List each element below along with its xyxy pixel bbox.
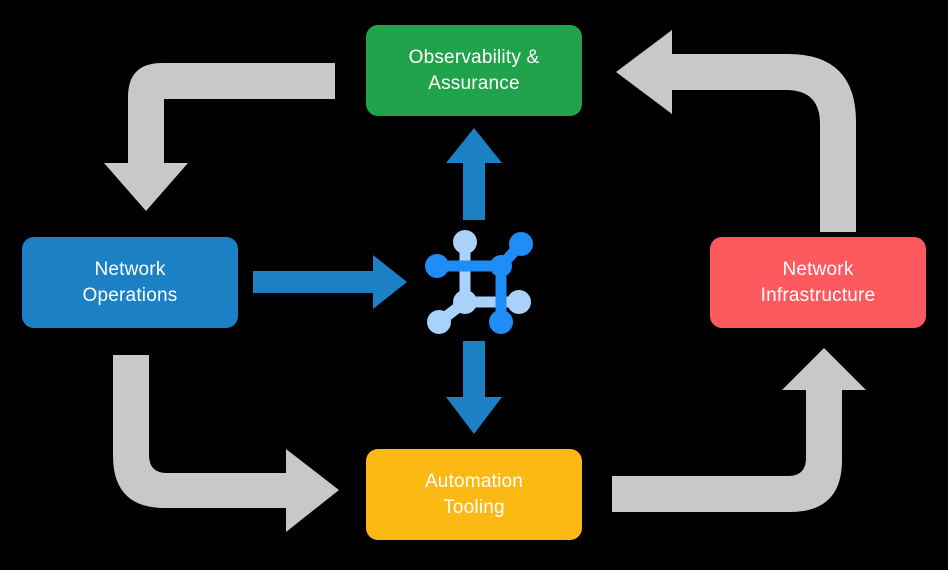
node-box-automation-tooling[interactable]: Automation Tooling: [366, 449, 582, 540]
network-topology-icon: [425, 230, 533, 334]
gray-arrow-observability-to-operations: [104, 63, 335, 211]
blue-arrow-center-to-observability: [446, 128, 502, 220]
node-label-automation-tooling: Automation Tooling: [424, 471, 524, 518]
gray-arrow-automation-to-infrastructure: [612, 348, 866, 512]
node-box-network-infrastructure[interactable]: Network Infrastructure: [710, 237, 926, 328]
topology-light-nodes: [427, 230, 531, 334]
gray-arrow-infrastructure-to-observability: [616, 30, 856, 232]
node-label-network-operations: Network Operations: [82, 259, 178, 306]
gray-arrow-operations-to-automation: [113, 355, 339, 532]
blue-arrow-operations-to-center: [253, 255, 407, 309]
blue-arrow-center-to-automation: [446, 341, 502, 434]
node-box-observability[interactable]: Observability & Assurance: [366, 25, 582, 116]
topology-strong-nodes: [425, 232, 533, 334]
node-label-observability: Observability & Assurance: [408, 47, 540, 94]
node-box-network-operations[interactable]: Network Operations: [22, 237, 238, 328]
node-label-network-infrastructure: Network Infrastructure: [760, 259, 876, 306]
